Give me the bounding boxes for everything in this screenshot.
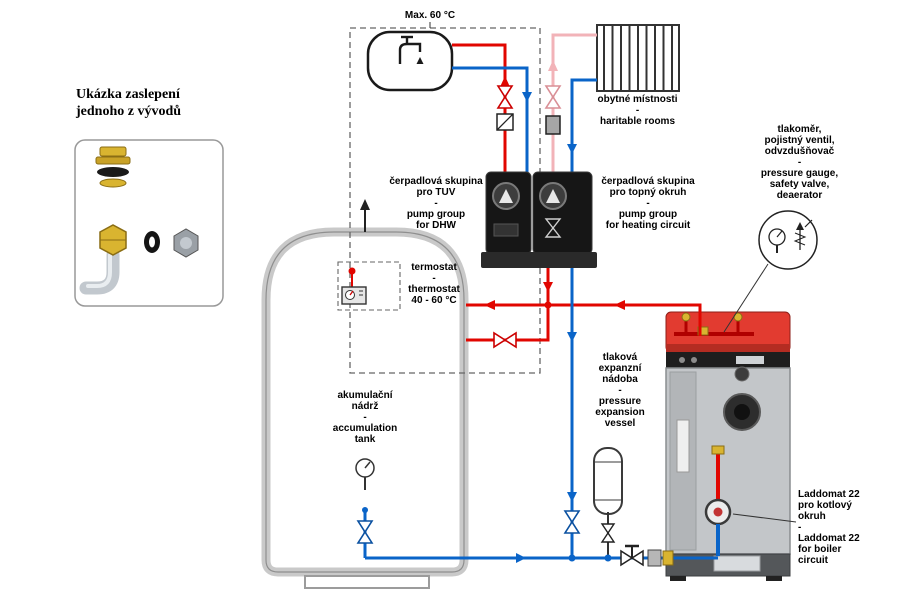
junction-dots — [362, 301, 612, 562]
rooms-label: obytné místnosti - haritable rooms — [597, 94, 678, 127]
thermostat-symbol — [341, 267, 367, 305]
thermostat-boundary — [337, 261, 401, 311]
check-valve-icon — [496, 113, 514, 131]
laddomat-label: Laddomat 22 pro kotlový okruh - Laddomat… — [798, 489, 860, 566]
pump-group-dhw — [485, 171, 532, 255]
pressure-gauge-detail — [723, 210, 818, 333]
pump-group-dhw-label: čerpadlová skupina pro TUV - pump group … — [389, 176, 483, 231]
flow-arrows — [484, 60, 625, 563]
gauge-group-label: tlakoměr, pojistný ventil, odvzdušňovač … — [760, 124, 839, 201]
pump-group-heating — [532, 171, 593, 255]
pump-group-base — [481, 252, 597, 268]
expansion-vessel-label: tlaková expanzní nádoba - pressure expan… — [595, 352, 645, 429]
tap-icon — [398, 35, 422, 64]
filter-icon — [545, 115, 561, 135]
valve-icon — [620, 544, 644, 567]
pump-group-heating-label: čerpadlová skupina pro topný okruh - pum… — [601, 176, 695, 231]
boiler — [665, 311, 791, 581]
valve-icon — [544, 218, 562, 238]
gauge-icon — [768, 228, 786, 253]
brass-fitting-icon — [662, 550, 674, 566]
blanking-example-title: Ukázka zaslepení jednoho z vývodů — [76, 87, 182, 119]
safety-valve-icon — [793, 219, 813, 250]
valve-icon — [563, 510, 581, 534]
thermometer-icon — [355, 458, 375, 490]
accumulation-tank — [261, 199, 469, 589]
blanking-example-figure — [74, 139, 224, 307]
laddomat-pointer-line — [732, 513, 797, 523]
accumulation-tank-label: akumulační nádrž - accumulation tank — [332, 390, 398, 445]
valve-icon — [356, 520, 374, 544]
radiator — [596, 24, 680, 92]
valve-icon — [493, 331, 517, 349]
laddomat-pump — [704, 445, 797, 556]
thermostat-label: termostat - thermostat 40 - 60 °C — [408, 262, 460, 306]
expansion-vessel — [593, 447, 623, 515]
max-temp-label: Max. 60 °C — [404, 10, 456, 21]
dhw-tank — [366, 30, 454, 92]
valve-icon — [544, 85, 562, 109]
valve-icon — [600, 523, 616, 543]
vent-icon — [360, 199, 370, 232]
boiler-safety-piping — [674, 312, 754, 336]
valve-icons — [356, 85, 674, 567]
valve-icon — [496, 85, 514, 109]
filter-icon — [647, 549, 662, 567]
